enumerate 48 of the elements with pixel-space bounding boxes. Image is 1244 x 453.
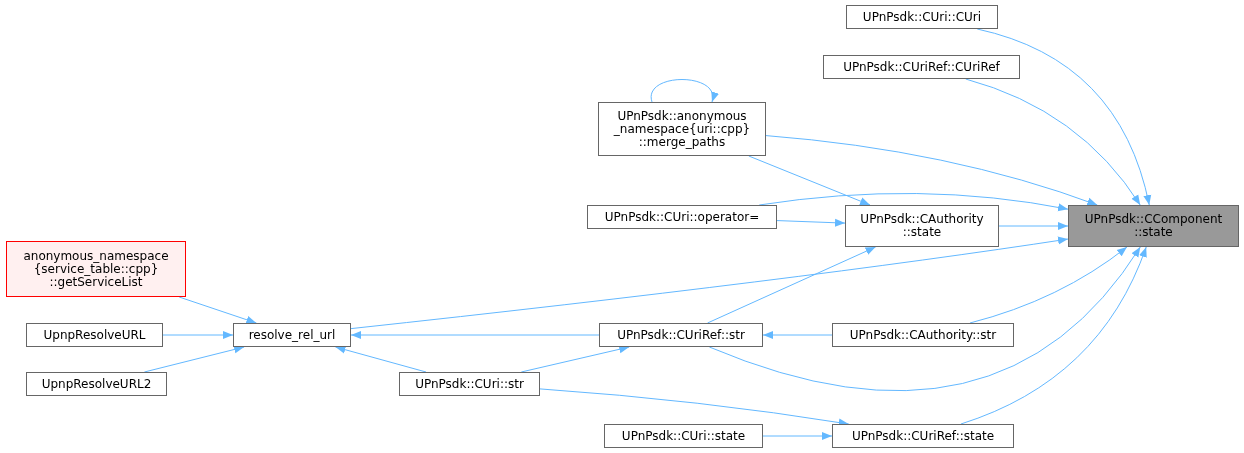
function-box bbox=[846, 5, 998, 29]
function-box bbox=[598, 102, 766, 156]
call-arrow bbox=[762, 331, 833, 339]
function-box bbox=[233, 323, 351, 347]
function-name: UpnpResolveURL2 bbox=[41, 377, 152, 391]
call-arrow bbox=[762, 432, 833, 440]
call-arrow bbox=[976, 28, 1151, 206]
call-arrow bbox=[708, 246, 1141, 392]
function-box bbox=[599, 323, 763, 347]
call-arrow bbox=[748, 155, 871, 206]
call-arrow bbox=[969, 246, 1128, 324]
function-box bbox=[604, 424, 763, 448]
function-name: UPnPsdk::CUri::CUri bbox=[862, 10, 982, 24]
function-name: UPnPsdk::CUriRef::CUriRef bbox=[843, 60, 1000, 74]
function-name: UPnPsdk::CUri::str bbox=[415, 377, 524, 391]
call-arrow bbox=[350, 331, 600, 339]
function-name: UPnPsdk::CUriRef::str bbox=[617, 328, 745, 342]
call-arrow bbox=[776, 218, 846, 227]
function-box bbox=[26, 372, 167, 396]
call-arrow bbox=[765, 135, 1098, 206]
function-name: UPnPsdk::CUri::state bbox=[621, 429, 746, 443]
call-arrow bbox=[998, 222, 1069, 230]
function-name: anonymous_namespace {service_table::cpp} ::getServiceList bbox=[22, 249, 170, 289]
function-name: UpnpResolveURL bbox=[43, 328, 146, 342]
call-arrow bbox=[650, 79, 718, 103]
function-name: UPnPsdk::CComponent ::state bbox=[1083, 213, 1224, 239]
call-arrow bbox=[162, 331, 234, 339]
call-arrow bbox=[960, 246, 1147, 425]
function-box bbox=[832, 424, 1014, 448]
function-box bbox=[832, 323, 1014, 347]
function-name: UPnPsdk::CUriRef::state bbox=[851, 429, 995, 443]
function-name: UPnPsdk::CAuthority::str bbox=[849, 328, 997, 342]
function-box bbox=[845, 205, 999, 247]
function-box bbox=[823, 55, 1020, 79]
call-arrow bbox=[350, 236, 1069, 330]
call-arrow bbox=[707, 246, 877, 324]
external-function-box bbox=[6, 241, 186, 297]
focus-function-box bbox=[1068, 205, 1239, 247]
function-name: UPnPsdk::anonymous _namespace{uri::cpp} ::merge_paths bbox=[612, 109, 752, 149]
function-box bbox=[399, 372, 540, 396]
function-box bbox=[26, 323, 163, 347]
function-name: resolve_rel_url bbox=[248, 328, 336, 342]
call-arrow bbox=[334, 345, 427, 373]
call-arrow bbox=[178, 296, 257, 324]
call-arrow bbox=[965, 78, 1141, 206]
function-name: UPnPsdk::CAuthority ::state bbox=[859, 213, 985, 239]
function-box bbox=[587, 205, 777, 229]
function-name: UPnPsdk::CUri::operator= bbox=[604, 210, 760, 224]
